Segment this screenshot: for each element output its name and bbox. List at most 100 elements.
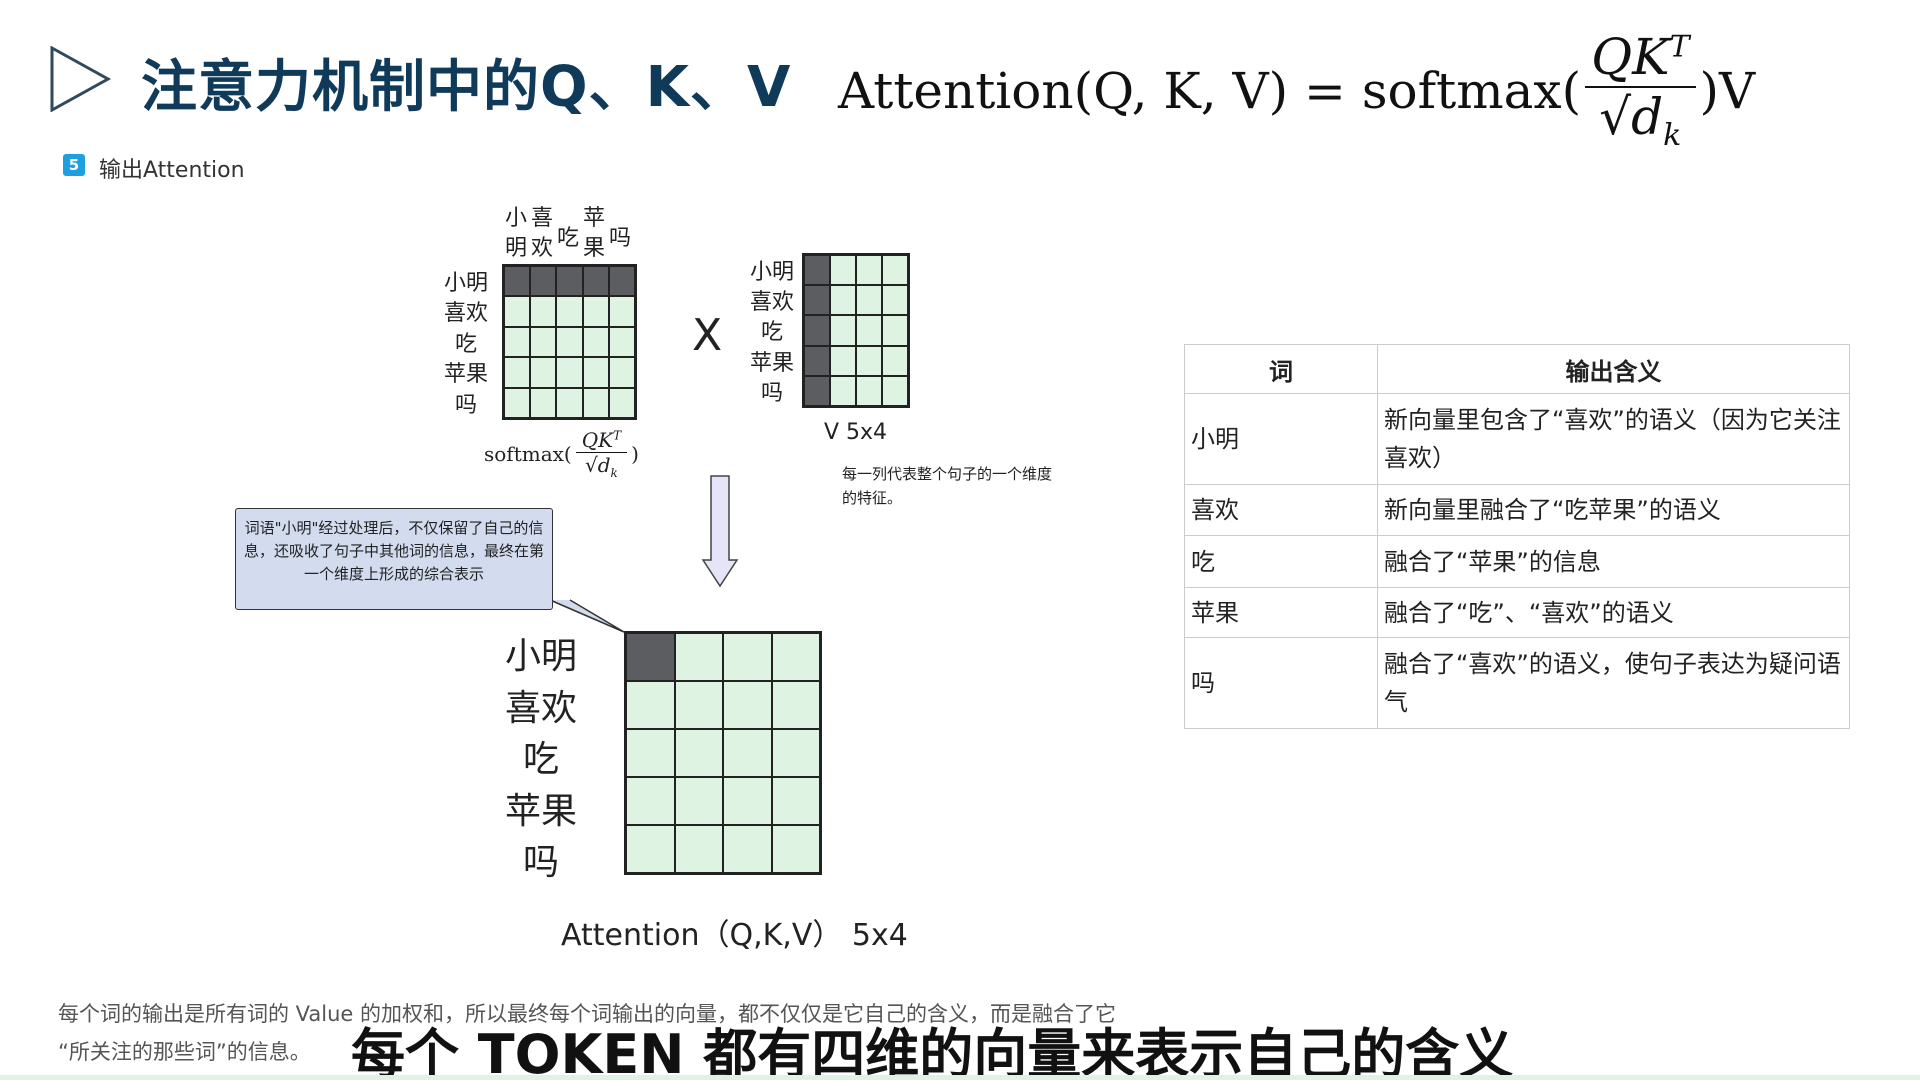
matrix-cell: [504, 326, 531, 358]
formula-den: √d: [1599, 88, 1664, 146]
matrix-cell: [556, 357, 583, 388]
word-cell: 吃: [1184, 535, 1378, 588]
table-row: 小明新向量里包含了“喜欢”的语义（因为它关注喜欢）: [1184, 393, 1850, 485]
footer-line-1: 每个词的输出是所有词的 Value 的加权和，所以最终每个词输出的向量，都不仅仅…: [58, 1002, 1117, 1026]
formula-lhs: Attention(Q, K, V) = softmax(: [838, 61, 1582, 120]
value-matrix-label: V 5x4: [824, 420, 888, 445]
col-header-meaning: 输出含义: [1377, 344, 1850, 394]
row-label: 喜欢: [504, 687, 577, 729]
down-arrow-icon: [701, 475, 739, 588]
matrix-cell: [882, 285, 908, 316]
value-matrix-note: 每一列代表整个句子的一个维度的特征。: [842, 465, 1053, 507]
output-matrix: [624, 631, 822, 875]
matrix-cell: [582, 357, 609, 388]
section-badge: 5: [63, 154, 85, 176]
matrix-cell: [674, 825, 723, 873]
play-triangle-icon: [50, 46, 112, 112]
table-row: 苹果融合了“吃”、“喜欢”的语义: [1184, 587, 1850, 638]
matrix-cell: [723, 729, 772, 777]
matrix-cell: [674, 633, 723, 681]
matrix-cell: [556, 326, 583, 358]
score-matrix: [502, 264, 637, 420]
matrix-cell: [626, 729, 675, 777]
matrix-cell: [582, 266, 609, 297]
matrix-cell: [830, 345, 856, 376]
table-row: 吃融合了“苹果”的信息: [1184, 535, 1850, 588]
matrix-cell: [830, 255, 856, 286]
meaning-cell: 新向量里融合了“吃苹果”的语义: [1377, 484, 1850, 536]
table-row: 吗融合了“喜欢”的语义，使句子表达为疑问语气: [1184, 637, 1850, 729]
word-cell: 喜欢: [1184, 484, 1378, 536]
matrix-cell: [530, 357, 557, 388]
matrix-cell: [608, 266, 635, 297]
matrix-cell: [830, 375, 856, 406]
matrix-cell: [771, 681, 820, 729]
formula-num: QK: [1591, 28, 1670, 86]
meaning-cell: 融合了“苹果”的信息: [1377, 535, 1850, 588]
score-col-label: 小: [504, 206, 527, 231]
matrix-cell: [882, 315, 908, 346]
matrix-cell: [723, 777, 772, 825]
matrix-cell: [504, 357, 531, 388]
sf-num: QK: [581, 428, 614, 452]
matrix-cell: [882, 375, 908, 406]
row-label: 吃: [522, 739, 559, 780]
col-header-word: 词: [1184, 344, 1378, 394]
sf-sub: k: [610, 466, 618, 480]
matrix-cell: [530, 387, 557, 418]
sf-sup: T: [613, 428, 622, 443]
matrix-cell: [626, 633, 675, 681]
multiply-sign: X: [692, 310, 723, 361]
output-caption: Attention（Q,K,V） 5x4: [561, 918, 908, 953]
score-col-label: 果: [582, 236, 605, 261]
bottom-strip: [0, 1075, 1920, 1080]
matrix-cell: [582, 387, 609, 418]
matrix-cell: [582, 326, 609, 358]
matrix-cell: [674, 681, 723, 729]
score-col-label: 欢: [530, 236, 553, 261]
matrix-cell: [504, 387, 531, 418]
row-label: 小明: [749, 260, 794, 285]
matrix-cell: [723, 681, 772, 729]
meaning-table: 词输出含义 小明新向量里包含了“喜欢”的语义（因为它关注喜欢）喜欢新向量里融合了…: [1184, 344, 1850, 729]
matrix-cell: [723, 825, 772, 873]
row-label: 喜欢: [749, 290, 794, 316]
meaning-cell: 融合了“喜欢”的语义，使句子表达为疑问语气: [1377, 637, 1850, 729]
matrix-cell: [804, 345, 830, 376]
matrix-cell: [530, 296, 557, 327]
score-col-label: 苹: [582, 206, 605, 231]
score-col-label: 吃: [556, 226, 579, 251]
score-col-label: 喜: [530, 206, 553, 231]
row-label: 小明: [504, 636, 577, 677]
matrix-cell: [723, 633, 772, 681]
score-col-label: 明: [504, 236, 527, 261]
matrix-cell: [674, 777, 723, 825]
matrix-cell: [771, 825, 820, 873]
matrix-cell: [804, 315, 830, 346]
word-cell: 吗: [1184, 637, 1378, 729]
matrix-cell: [626, 825, 675, 873]
matrix-cell: [771, 729, 820, 777]
row-label: 吗: [522, 842, 559, 883]
matrix-cell: [674, 729, 723, 777]
matrix-cell: [608, 326, 635, 358]
matrix-cell: [530, 266, 557, 297]
matrix-cell: [556, 266, 583, 297]
matrix-cell: [804, 255, 830, 286]
matrix-cell: [882, 255, 908, 286]
row-label: 吃: [454, 331, 477, 357]
sf-den: √d: [584, 453, 611, 477]
matrix-cell: [882, 345, 908, 376]
page-title: 注意力机制中的Q、K、V: [141, 55, 792, 120]
row-label: 吃: [760, 320, 783, 346]
footer-line-2: “所关注的那些词”的信息。: [58, 1040, 311, 1064]
matrix-cell: [856, 255, 882, 286]
matrix-cell: [608, 296, 635, 327]
score-col-label: 吗: [608, 226, 631, 251]
formula-rhs: )V: [1699, 61, 1756, 120]
matrix-cell: [856, 375, 882, 406]
row-label: 吗: [454, 392, 477, 418]
sf-prefix: softmax(: [484, 442, 572, 466]
matrix-cell: [582, 296, 609, 327]
matrix-cell: [830, 315, 856, 346]
